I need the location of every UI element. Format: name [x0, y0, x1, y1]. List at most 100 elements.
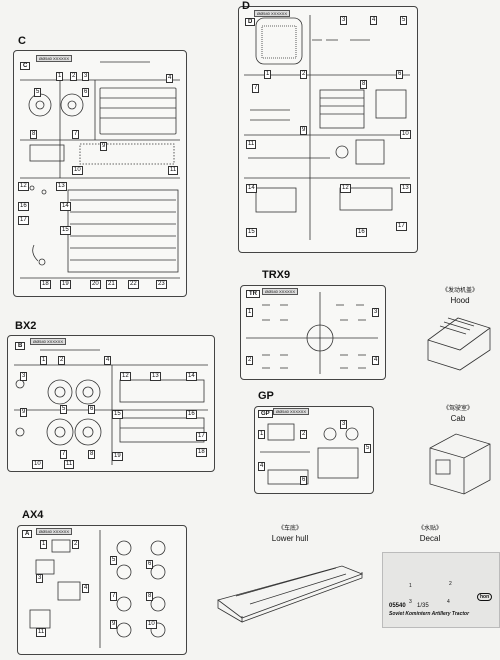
part-number-tag: 14: [186, 372, 197, 381]
part-number-tag: 14: [60, 202, 71, 211]
part-number-tag: 5: [400, 16, 408, 25]
part-number-tag: 12: [120, 372, 131, 381]
sprue-ax4-parts: [29, 530, 166, 648]
part-number-tag: 17: [18, 216, 29, 225]
sprue-ax4-label: AX4: [22, 509, 44, 521]
sprue-bx2-label: BX2: [15, 320, 37, 332]
hood-caption-en: Hood: [450, 296, 470, 305]
sprue-d-tag: D: [245, 18, 256, 26]
part-number-tag: 1: [258, 430, 266, 439]
part-number-tag: 1: [246, 308, 254, 317]
part-number-tag: 3: [36, 574, 44, 583]
part-number-tag: 2: [300, 430, 308, 439]
sprue-trx9-frame: [240, 285, 386, 380]
decal-scale: 1/35: [417, 603, 429, 609]
part-number-tag: 23: [156, 280, 167, 289]
part-number-tag: 1: [264, 70, 272, 79]
part-number-tag: 3: [20, 372, 28, 381]
part-number-tag: 8: [88, 450, 96, 459]
part-number-tag: 11: [36, 628, 47, 637]
part-number-tag: 5: [34, 88, 42, 97]
hood-drawing: [427, 317, 491, 371]
part-number-tag: 7: [72, 130, 80, 139]
sprue-c-label: C: [18, 35, 26, 47]
part-number-tag: 3: [372, 308, 380, 317]
sprue-ax4-code: ØØ540 XXXXXX: [36, 528, 73, 535]
part-number-tag: 3: [340, 16, 348, 25]
part-number-tag: 8: [30, 130, 38, 139]
part-number-tag: 3: [340, 420, 348, 429]
part-number-tag: 5: [364, 444, 372, 453]
part-number-tag: 13: [400, 184, 411, 193]
sprue-d-parts: [244, 15, 410, 240]
sprue-c-tag: C: [20, 62, 31, 70]
part-number-tag: 10: [146, 620, 157, 629]
part-number-tag: 22: [128, 280, 139, 289]
part-number-tag: 11: [168, 166, 179, 175]
part-number-tag: 15: [112, 410, 123, 419]
part-number-tag: 2: [58, 356, 66, 365]
part-number-tag: 18: [196, 448, 207, 457]
part-number-tag: 6: [396, 70, 404, 79]
part-number-tag: 16: [186, 410, 197, 419]
sprue-gp-label: GP: [258, 390, 274, 402]
part-number-tag: 7: [252, 84, 260, 93]
decal-brand-logo: hon: [477, 593, 493, 601]
lower-hull-caption-cn: 《车底》: [277, 525, 302, 532]
part-number-tag: 9: [100, 142, 108, 151]
part-number-tag: 9: [110, 620, 118, 629]
sprue-bx2-parts: [14, 349, 208, 465]
sprue-d-label: D: [242, 0, 250, 12]
part-number-tag: 7: [110, 592, 118, 601]
part-number-tag: 2: [72, 540, 80, 549]
part-number-tag: 7: [60, 450, 68, 459]
part-number-tag: 17: [396, 222, 407, 231]
part-number-tag: 2: [70, 72, 78, 81]
hood-caption: 《发动机盖》 Hood: [420, 286, 500, 306]
lower-hull-caption: 《车底》 Lower hull: [250, 524, 330, 544]
part-number-tag: 20: [90, 280, 101, 289]
sprue-c-parts: [20, 61, 180, 279]
decal-caption-en: Decal: [419, 534, 441, 543]
decal-catalog-number: 05540: [389, 603, 406, 609]
sprue-bx2-tag: B: [15, 342, 26, 350]
part-number-tag: 2: [300, 70, 308, 79]
part-number-tag: 10: [32, 460, 43, 469]
decal-sheet: 1 2 3 4 hon 05540 1/35 Soviet Komintern …: [382, 552, 500, 628]
part-number-tag: 3: [82, 72, 90, 81]
sprue-gp-tag: GP: [258, 410, 273, 418]
part-number-tag: 6: [82, 88, 90, 97]
part-number-tag: 12: [340, 184, 351, 193]
sprue-gp-parts: [260, 423, 359, 485]
part-number-tag: 4: [370, 16, 378, 25]
part-number-tag: 1: [40, 540, 48, 549]
sprue-trx9-tag: TR: [246, 290, 260, 298]
part-number-tag: 11: [64, 460, 75, 469]
part-number-tag: 14: [246, 184, 257, 193]
sprue-gp-code: ØØ540 XXXXXX: [273, 408, 310, 415]
sprue-trx9-code: ØØ540 XXXXXX: [262, 288, 299, 295]
part-number-tag: 5: [110, 556, 118, 565]
decal-number-2: 2: [449, 581, 452, 587]
part-number-tag: 15: [60, 226, 71, 235]
part-number-tag: 16: [356, 228, 367, 237]
part-number-tag: 4: [166, 74, 174, 83]
part-number-tag: 4: [82, 584, 90, 593]
part-number-tag: 10: [400, 130, 411, 139]
part-number-tag: 10: [72, 166, 83, 175]
part-number-tag: 13: [56, 182, 67, 191]
decal-caption: 《水贴》 Decal: [390, 524, 470, 544]
part-number-tag: 21: [106, 280, 117, 289]
sprue-gp-frame: [254, 406, 374, 494]
part-number-tag: 1: [40, 356, 48, 365]
part-number-tag: 9: [300, 126, 308, 135]
part-number-tag: 19: [60, 280, 71, 289]
part-number-tag: 16: [18, 202, 29, 211]
cab-drawing: [429, 433, 491, 495]
part-number-tag: 6: [300, 476, 308, 485]
part-number-tag: 18: [40, 280, 51, 289]
part-number-tag: 4: [104, 356, 112, 365]
part-number-tag: 4: [372, 356, 380, 365]
decal-number-1: 1: [409, 583, 412, 589]
part-number-tag: 13: [150, 372, 161, 381]
